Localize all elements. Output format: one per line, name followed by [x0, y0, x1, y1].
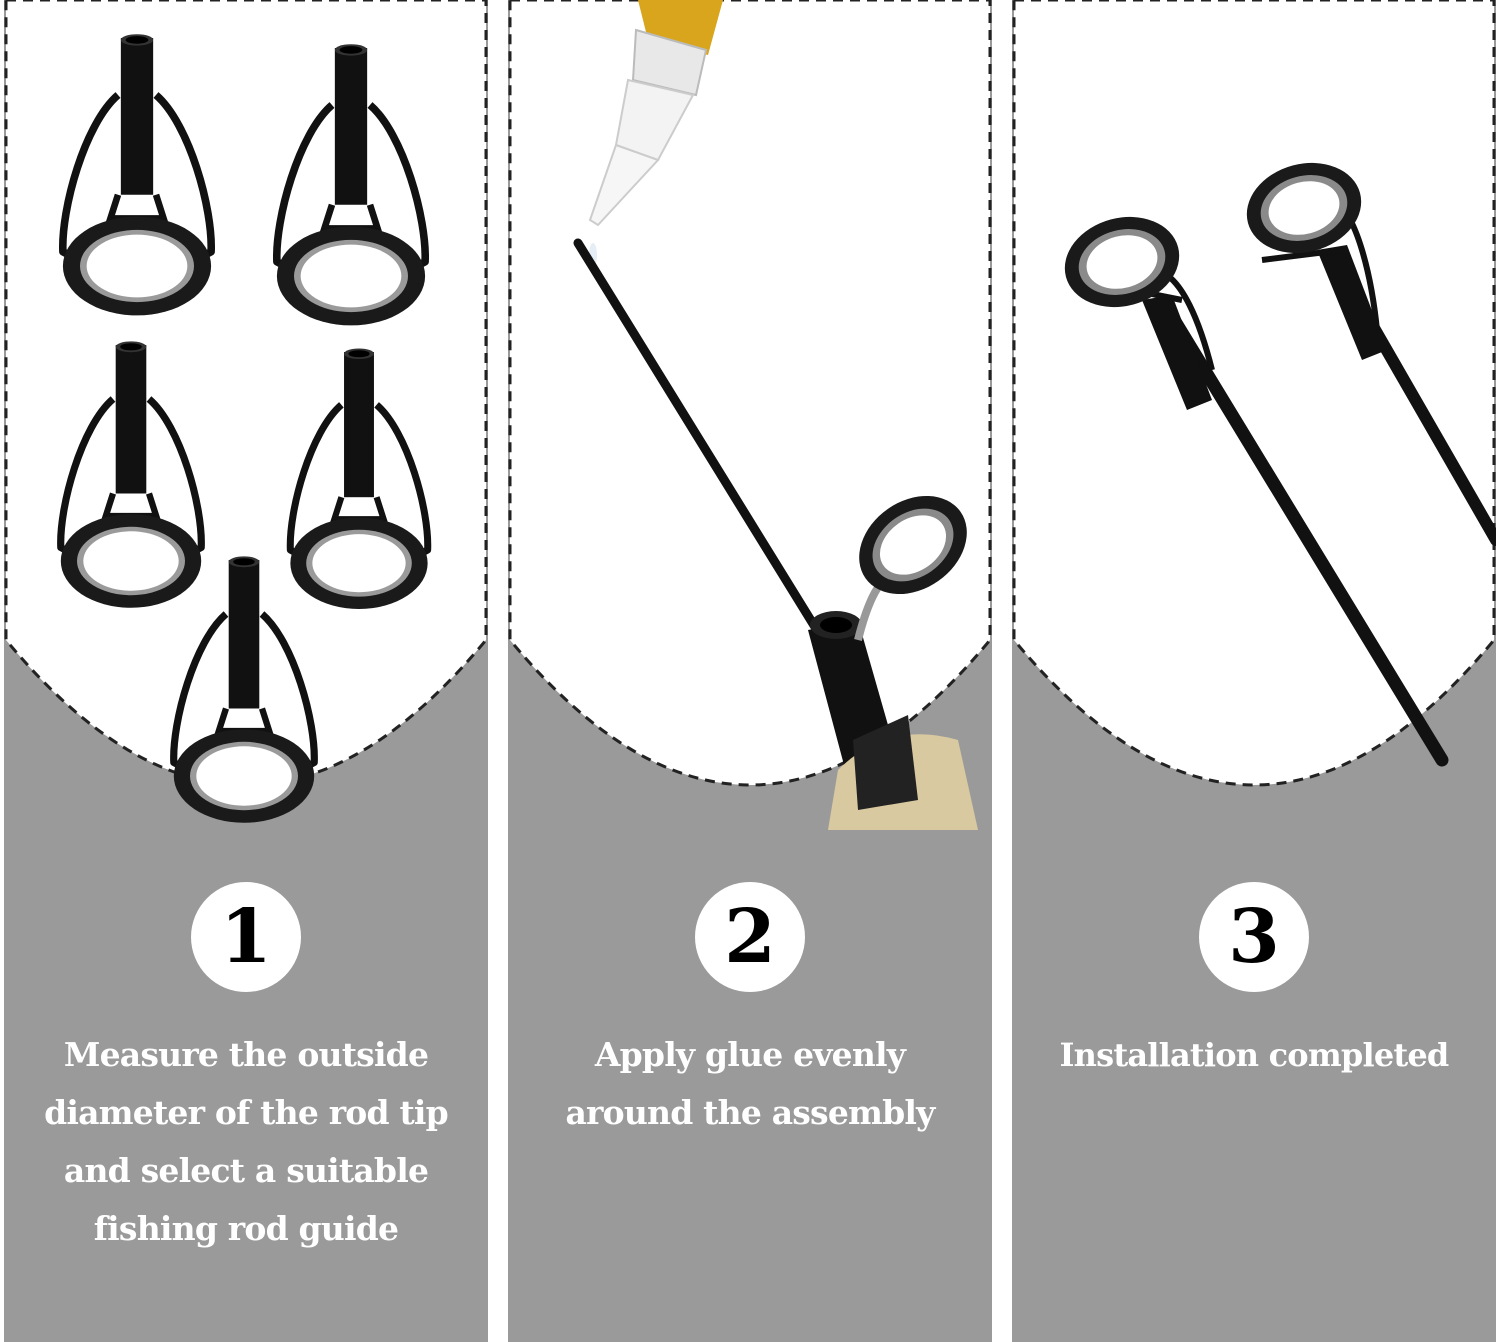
- caption-line: diameter of the rod tip: [44, 1093, 449, 1132]
- caption-line: Measure the outside: [63, 1035, 429, 1074]
- step-panel-1: 1 Measure the outside diameter of the ro…: [4, 0, 488, 1342]
- step-caption: Apply glue evenly around the assembly: [508, 1026, 992, 1142]
- rod-tip-guides-icon: [4, 0, 488, 830]
- caption-line: around the assembly: [565, 1093, 935, 1132]
- installed-rod-tips-icon: [1012, 0, 1496, 787]
- glue-application-icon: [508, 0, 992, 830]
- fishing-rod-icon: [1236, 150, 1496, 546]
- step-number-badge: 1: [191, 882, 301, 992]
- step-number-badge: 2: [695, 882, 805, 992]
- step-panel-3: 3 Installation completed: [1012, 0, 1496, 1342]
- step-caption: Installation completed: [1012, 1026, 1496, 1084]
- caption-line: Installation completed: [1059, 1036, 1450, 1074]
- step-panel-2: 2 Apply glue evenly around the assembly: [508, 0, 992, 1342]
- fishing-rod-icon: [573, 238, 986, 830]
- caption-line: fishing rod guide: [93, 1209, 399, 1248]
- step-caption: Measure the outside diameter of the rod …: [4, 1026, 488, 1258]
- glue-bottle-icon: [588, 0, 723, 267]
- caption-line: Apply glue evenly: [594, 1035, 906, 1074]
- step-number-badge: 3: [1199, 882, 1309, 992]
- fishing-rod-icon: [1054, 204, 1449, 767]
- caption-line: and select a suitable: [63, 1151, 429, 1190]
